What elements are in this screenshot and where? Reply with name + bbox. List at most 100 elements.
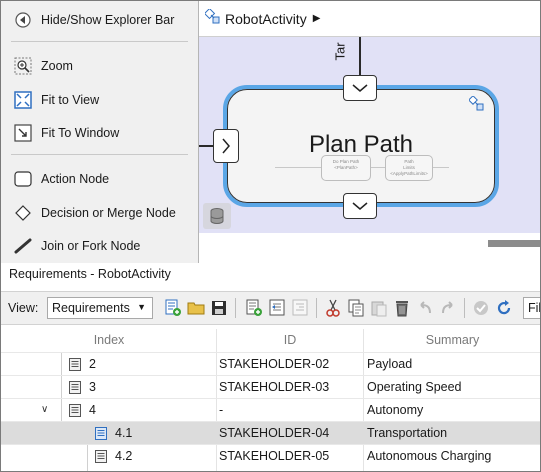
mini-connector xyxy=(371,167,385,168)
requirement-icon xyxy=(95,450,107,463)
palette-item-label: Fit to View xyxy=(41,93,100,107)
palette-divider xyxy=(11,154,188,155)
cell-summary: Autonomy xyxy=(367,403,424,417)
paste-icon[interactable] xyxy=(369,298,389,318)
cell-id: - xyxy=(219,403,224,417)
column-divider xyxy=(216,329,217,471)
tree-guide-line xyxy=(61,352,62,421)
table-row[interactable]: 3 STAKEHOLDER-03 Operating Speed xyxy=(1,375,540,398)
cell-id: STAKEHOLDER-03 xyxy=(219,380,330,394)
refresh-icon[interactable] xyxy=(494,298,514,318)
cell-index: 4 xyxy=(89,403,96,417)
breadcrumb-item[interactable]: RobotActivity xyxy=(225,10,307,27)
expand-collapse-icon[interactable]: ∨ xyxy=(41,404,49,415)
table-row[interactable]: ∨ 4 - Autonomy xyxy=(1,398,540,421)
mini-node: Do Plan Path <PlanPath> xyxy=(321,155,371,181)
palette-decision-node[interactable]: Decision or Merge Node xyxy=(13,202,176,224)
palette-item-label: Zoom xyxy=(41,59,73,73)
view-select[interactable]: Requirements ▼ xyxy=(47,297,153,319)
output-pin-bottom[interactable] xyxy=(343,193,377,219)
requirements-title: Requirements - RobotActivity xyxy=(9,267,171,281)
cell-summary: Payload xyxy=(367,357,413,371)
copy-icon[interactable] xyxy=(346,298,366,318)
cell-index: 4.1 xyxy=(115,426,133,440)
indent-icon[interactable] xyxy=(290,298,310,318)
breadcrumb: RobotActivity ▶ xyxy=(199,1,540,37)
input-pin-top[interactable] xyxy=(343,75,377,101)
cell-id: STAKEHOLDER-02 xyxy=(219,357,330,371)
zoom-icon xyxy=(13,56,33,76)
cell-index: 4.2 xyxy=(115,449,133,463)
palette-zoom[interactable]: Zoom xyxy=(13,55,73,77)
add-requirement-icon[interactable] xyxy=(244,298,264,318)
horizontal-scrollbar[interactable] xyxy=(488,240,540,247)
palette-join-fork-node[interactable]: Join or Fork Node xyxy=(13,235,140,257)
control-flow-line xyxy=(359,37,361,87)
mini-connector xyxy=(433,167,449,168)
redo-icon[interactable] xyxy=(438,298,458,318)
add-child-requirement-icon[interactable] xyxy=(267,298,287,318)
column-header-summary[interactable]: Summary xyxy=(425,333,480,347)
view-label: View: xyxy=(8,301,39,315)
view-select-value: Requirements xyxy=(52,301,130,315)
cell-id: STAKEHOLDER-05 xyxy=(219,449,330,463)
cell-summary: Autonomous Charging xyxy=(367,449,492,463)
column-header-id[interactable]: ID xyxy=(283,333,297,347)
action-node-icon xyxy=(13,169,33,189)
subsystem-icon xyxy=(468,95,485,115)
database-icon[interactable] xyxy=(203,203,231,229)
cut-icon[interactable] xyxy=(323,298,343,318)
cell-index: 2 xyxy=(89,357,96,371)
delete-icon[interactable] xyxy=(392,298,412,318)
fit-to-view-icon xyxy=(13,90,33,110)
fit-to-window-icon xyxy=(13,123,33,143)
requirements-toolbar: View: Requirements ▼ xyxy=(1,291,540,325)
tree-guide-line xyxy=(87,421,88,471)
palette-action-node[interactable]: Action Node xyxy=(13,168,109,190)
palette-item-label: Join or Fork Node xyxy=(41,239,141,253)
palette-panel: Hide/Show Explorer Bar Zoom Fit to View … xyxy=(1,1,198,263)
open-folder-icon[interactable] xyxy=(186,298,206,318)
palette-hide-show-explorer-bar[interactable]: Hide/Show Explorer Bar xyxy=(13,9,174,31)
cell-summary: Operating Speed xyxy=(367,380,462,394)
table-row[interactable]: 4.1 STAKEHOLDER-04 Transportation xyxy=(1,421,540,444)
palette-item-label: Hide/Show Explorer Bar xyxy=(41,13,175,27)
toolbar-divider xyxy=(464,298,465,318)
save-icon[interactable] xyxy=(209,298,229,318)
flow-label: Tar xyxy=(332,42,348,61)
toolbar-divider xyxy=(316,298,317,318)
cell-summary: Transportation xyxy=(367,426,448,440)
chevron-down-icon: ▼ xyxy=(137,302,146,312)
undo-icon[interactable] xyxy=(415,298,435,318)
node-title: Plan Path xyxy=(308,131,414,158)
check-icon[interactable] xyxy=(471,298,491,318)
palette-fit-to-window[interactable]: Fit To Window xyxy=(13,122,119,144)
cell-index: 3 xyxy=(89,380,96,394)
new-requirement-set-icon[interactable] xyxy=(163,298,183,318)
column-header-index[interactable]: Index xyxy=(93,333,125,347)
table-row[interactable]: 2 STAKEHOLDER-02 Payload xyxy=(1,352,540,375)
toolbar-divider xyxy=(235,298,236,318)
diagram-canvas[interactable]: RobotActivity ▶ Tar Plan Path Do Plan Pa… xyxy=(198,1,540,263)
action-node-plan-path[interactable]: Plan Path Do Plan Path <PlanPath> Path L… xyxy=(223,85,499,207)
control-flow-line xyxy=(199,145,213,147)
mini-node: Path Limits <ApplyPathLimits> xyxy=(385,155,433,181)
input-pin-left[interactable] xyxy=(213,129,239,163)
breadcrumb-arrow-icon[interactable]: ▶ xyxy=(312,13,321,24)
cell-id: STAKEHOLDER-04 xyxy=(219,426,330,440)
table-row[interactable]: 4.2 STAKEHOLDER-05 Autonomous Charging xyxy=(1,444,540,467)
mini-connector xyxy=(275,167,321,168)
requirement-icon xyxy=(69,404,81,417)
diagram-icon xyxy=(203,7,221,28)
palette-fit-to-view[interactable]: Fit to View xyxy=(13,89,99,111)
decision-node-icon xyxy=(13,203,33,223)
palette-item-label: Fit To Window xyxy=(41,126,120,140)
join-fork-node-icon xyxy=(13,236,33,256)
palette-item-label: Action Node xyxy=(41,172,110,186)
palette-divider xyxy=(11,41,188,42)
canvas-scroll-area xyxy=(199,233,540,263)
requirement-icon xyxy=(95,427,107,440)
palette-item-label: Decision or Merge Node xyxy=(41,206,176,220)
filter-field[interactable]: Fil xyxy=(523,297,540,319)
